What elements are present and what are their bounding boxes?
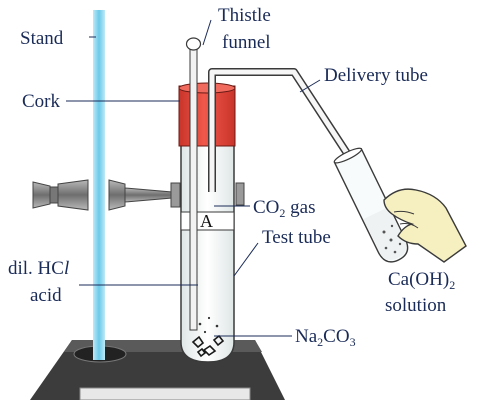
cork xyxy=(178,82,236,147)
limewater-label-line2: solution xyxy=(385,295,447,316)
cork-label: Cork xyxy=(22,91,61,112)
thistle-funnel-label-line2: funnel xyxy=(222,32,271,53)
acid-prefix: dil. HC xyxy=(8,258,64,279)
clamp xyxy=(32,179,245,211)
limewater-subscript: 2 xyxy=(449,278,455,292)
delivery-tube xyxy=(208,68,388,213)
marker-a-label: A xyxy=(200,211,213,231)
sodium-carbonate-crystals xyxy=(191,334,225,358)
base-plate xyxy=(30,340,285,400)
acid-italic-l: l xyxy=(64,258,69,279)
acid-label-line1: dil. HCl xyxy=(8,258,69,279)
co3-subscript: 3 xyxy=(350,335,356,349)
co-mid: CO xyxy=(323,326,349,347)
limewater-label-line1: Ca(OH)2 xyxy=(388,269,455,292)
na-prefix: Na xyxy=(295,326,318,347)
na-subscript: 2 xyxy=(317,335,323,349)
thistle-funnel-label-line1: Thistle xyxy=(218,5,271,26)
stand-rod xyxy=(93,10,105,360)
limewater-prefix: Ca(OH) xyxy=(388,269,449,290)
test-tube-label: Test tube xyxy=(262,227,331,248)
co2-gas-label: CO2 gas xyxy=(253,197,315,220)
acid-label-line2: acid xyxy=(30,285,62,306)
co2-subscript: 2 xyxy=(279,206,285,220)
gas-bubbles xyxy=(198,316,219,334)
leader-lines xyxy=(66,19,321,337)
co2-suffix: gas xyxy=(285,197,315,218)
thistle-funnel xyxy=(185,37,202,331)
hand xyxy=(383,188,467,263)
sodium-carbonate-label: Na2CO3 xyxy=(295,326,356,349)
stand-label: Stand xyxy=(20,28,64,49)
delivery-tube-label: Delivery tube xyxy=(324,65,428,86)
co2-prefix: CO xyxy=(253,197,279,218)
test-tube xyxy=(180,109,235,363)
